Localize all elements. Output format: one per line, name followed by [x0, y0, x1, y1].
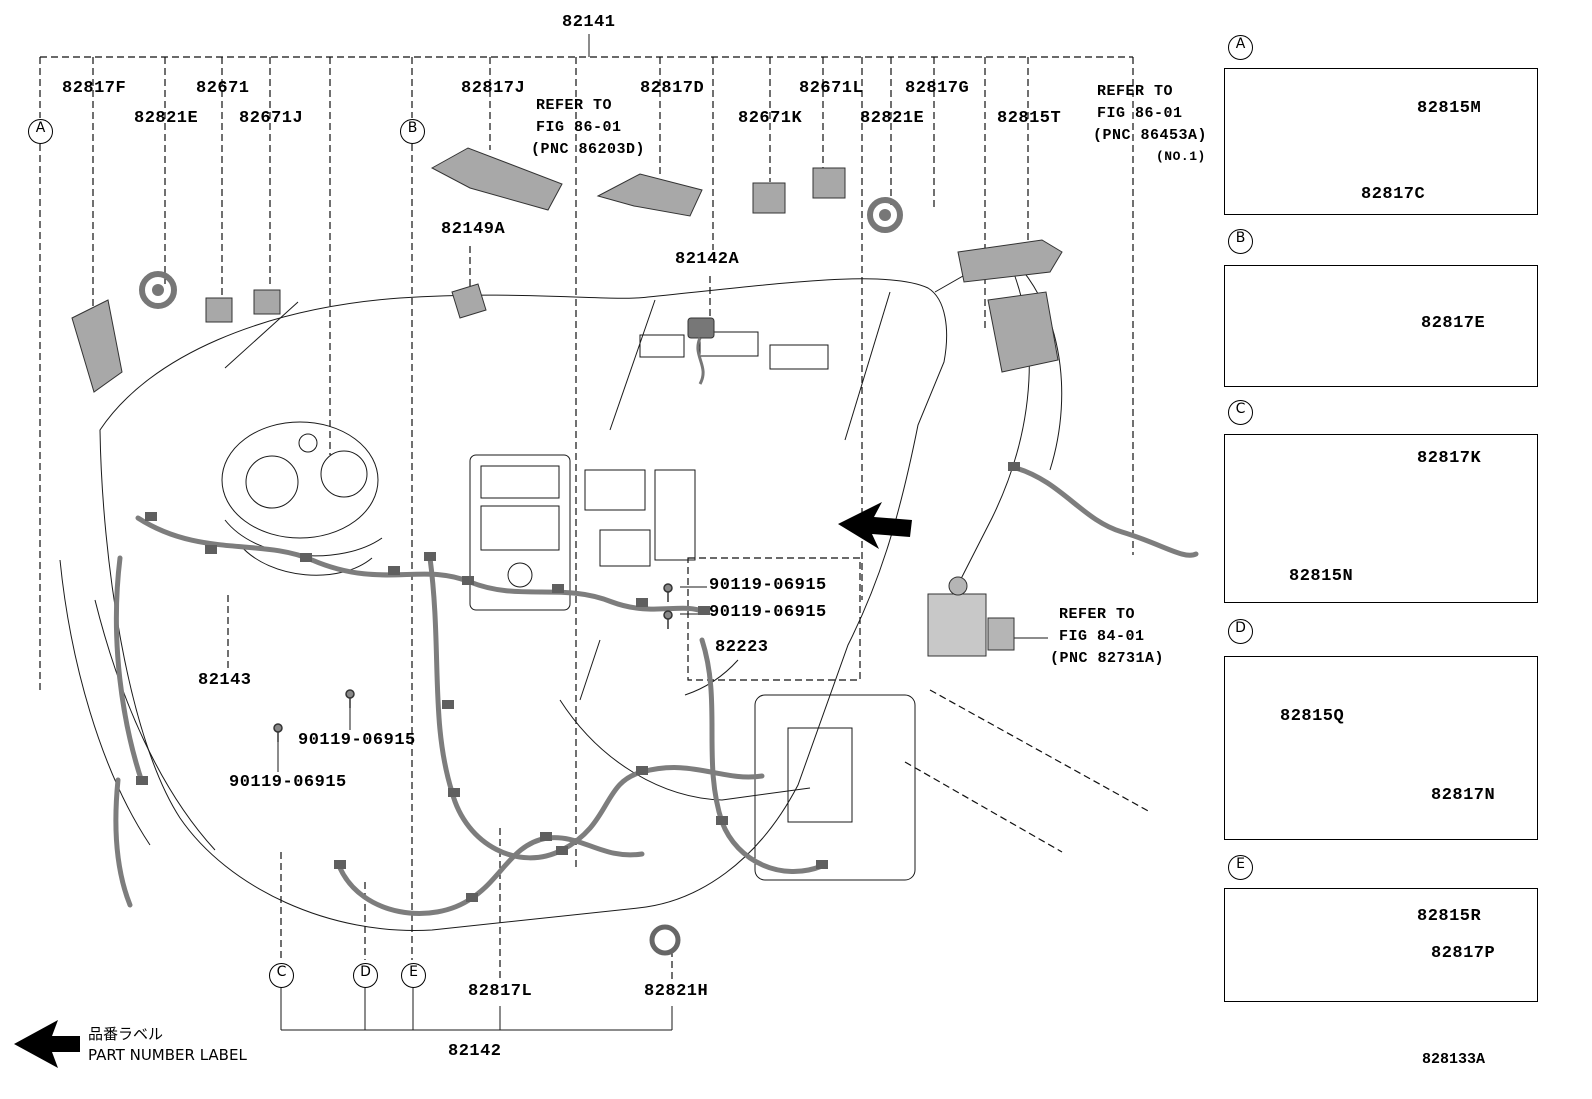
detail-marker-e: E	[1228, 855, 1253, 880]
view-marker-a: A	[28, 119, 53, 144]
part-label-82817F: 82817F	[62, 79, 127, 98]
part-label-90119-06915-1: 90119-06915	[709, 576, 827, 595]
part-label-82149A: 82149A	[441, 220, 506, 239]
ref-note-1-line-1: REFER TO	[536, 97, 613, 114]
view-marker-b: B	[400, 119, 425, 144]
ref-note-3-line-2: FIG 84-01	[1059, 628, 1145, 645]
detail-marker-c: C	[1228, 400, 1253, 425]
footer-label-english: PART NUMBER LABEL	[88, 1046, 247, 1064]
view-marker-e: E	[401, 963, 426, 988]
part-label-82671J: 82671J	[239, 109, 304, 128]
part-label-82817K: 82817K	[1417, 449, 1482, 468]
part-label-82817P: 82817P	[1431, 944, 1496, 963]
document-code: 828133A	[1422, 1051, 1486, 1068]
part-label-82223: 82223	[715, 638, 769, 657]
detail-marker-a: A	[1228, 35, 1253, 60]
part-label-82142A: 82142A	[675, 250, 740, 269]
ref-note-2-line-3: (PNC 86453A)	[1093, 127, 1208, 144]
part-label-82817J: 82817J	[461, 79, 526, 98]
part-number-label-arrow-icon	[14, 1020, 80, 1068]
detail-box-a	[1224, 68, 1538, 215]
part-label-82143: 82143	[198, 671, 252, 690]
view-marker-d: D	[353, 963, 378, 988]
footer-label-japanese: 品番ラベル	[88, 1025, 164, 1043]
part-label-82821H: 82821H	[644, 982, 709, 1001]
part-label-82821E-1: 82821E	[134, 109, 199, 128]
part-label-82671: 82671	[196, 79, 250, 98]
part-label-90119-06915-4: 90119-06915	[229, 773, 347, 792]
view-marker-c: C	[269, 963, 294, 988]
part-label-82817D: 82817D	[640, 79, 705, 98]
part-label-90119-06915-3: 90119-06915	[298, 731, 416, 750]
part-label-82141: 82141	[562, 13, 616, 32]
detail-marker-b: B	[1228, 229, 1253, 254]
part-label-82815T: 82815T	[997, 109, 1062, 128]
part-label-82815N: 82815N	[1289, 567, 1354, 586]
ref-note-2-line-4: (NO.1)	[1156, 149, 1206, 164]
ref-note-3-line-3: (PNC 82731A)	[1050, 650, 1165, 667]
part-label-82817N: 82817N	[1431, 786, 1496, 805]
detail-box-e	[1224, 888, 1538, 1002]
detail-box-b	[1224, 265, 1538, 387]
part-label-82815Q: 82815Q	[1280, 707, 1345, 726]
part-label-82817G: 82817G	[905, 79, 970, 98]
ref-note-3-line-1: REFER TO	[1059, 606, 1136, 623]
part-label-82815R: 82815R	[1417, 907, 1482, 926]
ref-note-1-line-2: FIG 86-01	[536, 119, 622, 136]
part-label-82815M: 82815M	[1417, 99, 1482, 118]
part-label-82671L: 82671L	[799, 79, 864, 98]
part-label-82817L: 82817L	[468, 982, 533, 1001]
part-label-82821E-2: 82821E	[860, 109, 925, 128]
ref-note-2-line-1: REFER TO	[1097, 83, 1174, 100]
pointer-arrow-icon	[838, 502, 912, 549]
part-label-82671K: 82671K	[738, 109, 803, 128]
part-label-82142: 82142	[448, 1042, 502, 1061]
detail-marker-d: D	[1228, 619, 1253, 644]
part-label-82817C: 82817C	[1361, 185, 1426, 204]
part-label-90119-06915-2: 90119-06915	[709, 603, 827, 622]
ref-note-2-line-2: FIG 86-01	[1097, 105, 1183, 122]
detail-box-d	[1224, 656, 1538, 840]
part-label-82817E: 82817E	[1421, 314, 1486, 333]
detail-box-c	[1224, 434, 1538, 603]
ref-note-1-line-3: (PNC 86203D)	[531, 141, 646, 158]
